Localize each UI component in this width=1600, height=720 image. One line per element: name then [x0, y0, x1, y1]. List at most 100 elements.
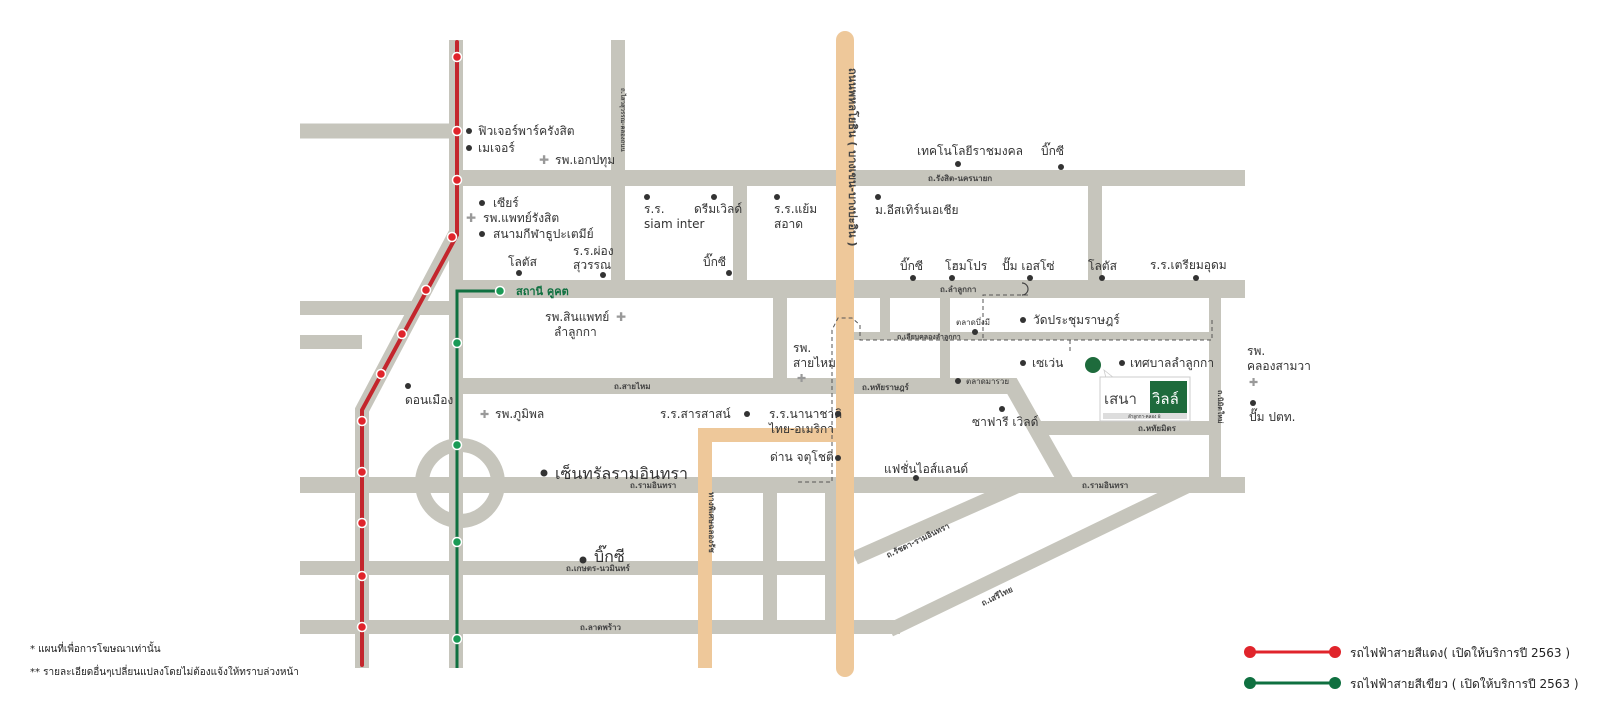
poi-label: สอาด — [774, 217, 803, 231]
poi-label: ร.ร.นานาชาติ — [769, 407, 842, 421]
route-dashed — [796, 294, 1213, 483]
red-station — [396, 328, 408, 340]
location-pin-icon — [1085, 357, 1101, 373]
poi-label: รพ.แพทย์รังสิต — [483, 211, 559, 225]
poi-label: เทศบาลลำลูกกา — [1130, 356, 1214, 371]
poi-label: รพ. — [1247, 344, 1265, 358]
road-label: ถ.ลาดพร้าว — [580, 622, 622, 632]
poi-label: รพ. — [793, 341, 811, 355]
poi-label: ซาฟารี เวิลด์ — [972, 415, 1038, 429]
poi-label: เทคโนโลยีราชมงคล — [917, 144, 1023, 158]
green-station — [451, 337, 463, 349]
legend: รถไฟฟ้าสายสีแดง( เปิดให้บริการปี 2563 ) … — [1244, 646, 1579, 691]
poi-label: บิ๊กซี — [594, 545, 625, 566]
road-label: ถ.หทัยราษฎร์ — [862, 382, 910, 392]
poi-label: ดรีมเวิลด์ — [694, 202, 742, 216]
road-label: ถ.รามอินทรา — [1082, 481, 1128, 490]
hospital-icon: ✚ — [797, 372, 806, 385]
red-station — [356, 621, 368, 633]
green-station — [451, 633, 463, 645]
poi-label: ม.อีสเทิร์นเอเชีย — [875, 203, 959, 217]
red-station — [451, 51, 463, 63]
red-station — [356, 570, 368, 582]
u-turn-icon — [1021, 282, 1029, 296]
poi-label: บิ๊กซี — [900, 257, 923, 273]
legend-label: รถไฟฟ้าสายสีเขียว ( เปิดให้บริการปี 2563… — [1350, 677, 1579, 691]
poi-label: เซียร์ — [493, 196, 519, 210]
poi-label: เซ็นทรัลรามอินทรา — [555, 463, 688, 483]
green-station — [451, 536, 463, 548]
poi-label: คลองสามวา — [1247, 359, 1311, 373]
road-label: ทางพิเศษฉลองรัช — [707, 492, 716, 553]
poi-label: ดอนเมือง — [405, 393, 453, 407]
project-name-left: เสนา — [1104, 390, 1137, 408]
project-marker[interactable]: เสนา วิลล์ ลำลูกกา-คลอง 8 — [1085, 357, 1191, 422]
poi-label: ด่าน จตุโชติ — [770, 450, 834, 465]
disclaimer-note: * แผนที่เพื่อการโฆษณาเท่านั้น — [30, 641, 161, 655]
poi-label: ปั๊ม ปตท. — [1249, 408, 1295, 424]
hospital-icon: ✚ — [480, 408, 489, 421]
poi-label: รพ.สินแพทย์ — [545, 310, 609, 324]
road-label: ถ.นิมิตใหม่ — [1216, 390, 1225, 424]
red-station — [446, 231, 458, 243]
poi-label: ร.ร.สารสาสน์ — [660, 407, 731, 421]
station-khukhot-label: สถานี คูคต — [516, 285, 569, 299]
road-saimai — [456, 378, 1075, 489]
poi-label: โลตัส — [1088, 259, 1118, 273]
poi-label: โฮมโปร — [945, 259, 988, 273]
road-label: ถนนพหลโยธิน ( บางเขน-บางปะอิน ) — [846, 68, 860, 247]
poi-label: siam inter — [644, 217, 704, 231]
red-line-legend-icon — [1244, 646, 1256, 658]
legend-label: รถไฟฟ้าสายสีแดง( เปิดให้บริการปี 2563 ) — [1350, 646, 1570, 660]
green-station — [451, 439, 463, 451]
road-label: ถ.เกษตร-นวมินทร์ — [566, 563, 631, 573]
hospital-icon: ✚ — [539, 153, 549, 167]
poi-label: บิ๊กซี — [1041, 142, 1064, 158]
poi-label: ปั๊ม เอสโซ่ — [1002, 257, 1055, 273]
poi-label: เมเจอร์ — [478, 141, 515, 155]
hospital-icon: ✚ — [466, 211, 476, 225]
hospital-icon: ✚ — [1249, 376, 1258, 389]
red-station — [420, 284, 432, 296]
road-ratchada-ramintra — [852, 478, 1023, 565]
red-station — [375, 368, 387, 380]
poi-label: รพ.เอกปทุม — [555, 153, 615, 168]
red-station — [356, 466, 368, 478]
road-label: ถ.หทัยมิตร — [1138, 424, 1177, 433]
expressway-chalong-rat — [698, 428, 838, 668]
poi-label: แฟชั่นไอส์แลนด์ — [884, 460, 968, 476]
project-subtitle: ลำลูกกา-คลอง 8 — [1128, 413, 1161, 420]
road-label: ถ.ลำลูกกา — [940, 285, 976, 295]
green-station — [494, 285, 506, 297]
poi-label: ฟิวเจอร์พาร์ครังสิต — [478, 124, 575, 138]
poi-label: สายไหม — [793, 356, 836, 370]
poi-label: สุวรรณ — [573, 258, 611, 273]
poi-label: ร.ร.แย้ม — [774, 202, 817, 216]
road-label: ถ.ไสวสุวรรณ-คลองถนน — [619, 88, 627, 152]
poi-label: รพ.ภูมิพล — [495, 407, 544, 422]
green-line — [451, 285, 506, 668]
road-network — [300, 31, 1245, 677]
road-serithai — [886, 478, 1194, 637]
red-station — [356, 415, 368, 427]
poi-label: ร.ร.ผ่อง — [573, 244, 614, 258]
poi-label: โลตัส — [508, 255, 538, 269]
green-line-legend-icon — [1244, 677, 1256, 689]
hospital-icon: ✚ — [616, 310, 626, 324]
red-line — [356, 40, 463, 667]
project-name-right: วิลล์ — [1151, 390, 1178, 408]
red-station — [356, 517, 368, 529]
road-label: ถ.รังสิต-นครนายก — [928, 174, 992, 183]
road-label: ถ.รามอินทรา — [630, 481, 676, 490]
red-station — [451, 174, 463, 186]
road-label: ถ.สายไหม — [614, 381, 651, 391]
poi-label: เซเว่น — [1032, 356, 1063, 370]
road-label: ถ.เลียบคลองลำลูกกา — [897, 333, 961, 342]
poi-label: ร.ร.เตรียมอุดม — [1150, 258, 1227, 273]
poi-label: ตลาดมารวย — [966, 377, 1009, 386]
poi-label: วัดประชุมราษฎร์ — [1033, 313, 1120, 328]
poi-label: ลำลูกกา — [554, 325, 597, 340]
poi-label: บิ๊กซี — [703, 253, 726, 269]
poi-label: ตลาดบึ่งมี — [956, 316, 990, 327]
